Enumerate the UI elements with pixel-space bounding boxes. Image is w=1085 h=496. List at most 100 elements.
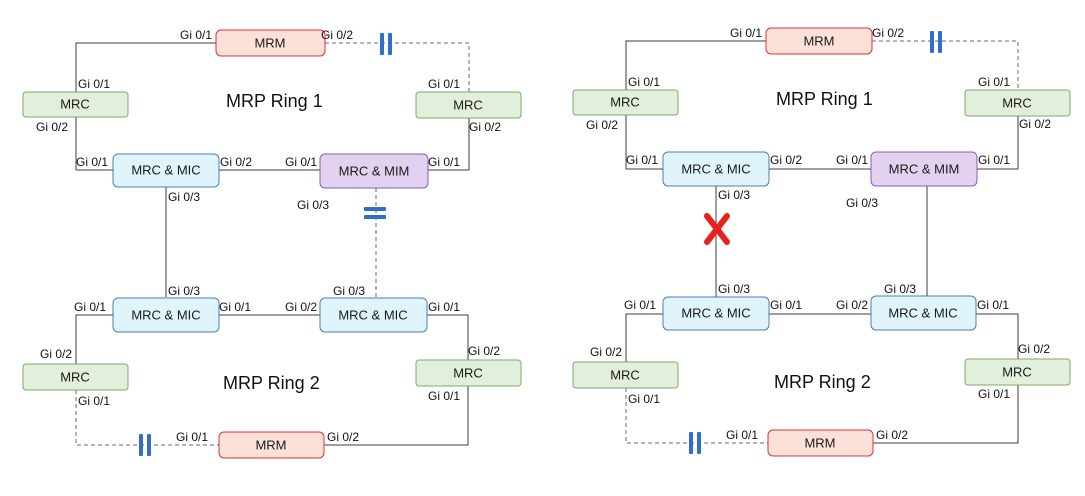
mrc-node-bottom-left[interactable]: MRC <box>572 361 679 389</box>
port-label: Gi 0/1 <box>76 155 108 169</box>
port-label: Gi 0/2 <box>327 430 359 444</box>
link-mim-mrc-top-right <box>977 116 1019 170</box>
node-label: MRC <box>610 368 640 383</box>
node-label: MRC & MIC <box>131 308 200 323</box>
port-label: Gi 0/1 <box>78 394 110 408</box>
port-label: Gi 0/2 <box>285 300 317 314</box>
ring-1-title: MRP Ring 1 <box>776 89 873 109</box>
mrc-node-bottom-left[interactable]: MRC <box>22 363 129 391</box>
blocked-port-icon <box>139 434 151 456</box>
port-label: Gi 0/2 <box>1019 117 1051 131</box>
port-label: Gi 0/3 <box>718 188 750 202</box>
port-label: Gi 0/1 <box>628 75 660 89</box>
node-label: MRC <box>60 97 90 112</box>
node-label: MRC <box>610 95 640 110</box>
ring-2-title: MRP Ring 2 <box>774 372 871 392</box>
mrc-node-top-right[interactable]: MRC <box>964 89 1071 117</box>
ring-2-title: MRP Ring 2 <box>223 373 320 393</box>
link-mrc-bl-mrm-bottom-blocked <box>75 390 219 446</box>
port-label: Gi 0/1 <box>726 428 758 442</box>
node-label: MRC & MIM <box>889 162 960 177</box>
mrc-node-top-left[interactable]: MRC <box>572 89 679 116</box>
port-label: Gi 0/1 <box>428 155 460 169</box>
node-label: MRC & MIM <box>339 164 410 179</box>
node-label: MRC <box>453 366 483 381</box>
port-label: Gi 0/2 <box>836 298 868 312</box>
port-label: Gi 0/3 <box>846 196 878 210</box>
port-label: Gi 0/1 <box>978 75 1010 89</box>
node-label: MRM <box>254 36 285 51</box>
port-label: Gi 0/2 <box>321 28 353 42</box>
node-label: MRC <box>60 370 90 385</box>
port-label: Gi 0/1 <box>428 300 460 314</box>
link-mrc-bl-mrm-bottom-blocked <box>625 388 768 444</box>
port-label: Gi 0/2 <box>1018 342 1050 356</box>
link-mic-br-mrc-br <box>427 314 469 360</box>
mic-node-top[interactable]: MRC & MIC <box>112 153 220 188</box>
mic-node-bottom-right[interactable]: MRC & MIC <box>319 297 428 333</box>
mrm-node-bottom[interactable]: MRM <box>218 431 325 459</box>
node-label: MRC & MIC <box>681 162 750 177</box>
blocked-port-icon <box>689 432 701 454</box>
blocked-port-icon <box>380 33 392 55</box>
mrm-node-top[interactable]: MRM <box>765 27 873 55</box>
node-label: MRC <box>453 98 483 113</box>
ring-1-title: MRP Ring 1 <box>226 91 323 111</box>
mrm-node-top[interactable]: MRM <box>215 29 326 57</box>
port-label: Gi 0/2 <box>590 345 622 359</box>
port-label: Gi 0/3 <box>297 198 329 212</box>
port-label: Gi 0/3 <box>718 282 750 296</box>
mim-node[interactable]: MRC & MIM <box>319 153 429 189</box>
mim-node[interactable]: MRC & MIM <box>870 151 978 187</box>
link-failure-x-icon <box>704 213 730 245</box>
port-label: Gi 0/1 <box>978 153 1010 167</box>
port-label: Gi 0/1 <box>219 300 251 314</box>
link-mrm-mrc-top-left <box>625 40 766 90</box>
link-mic-br-mrc-br <box>976 313 1019 359</box>
mrc-node-top-left[interactable]: MRC <box>22 91 129 118</box>
mrc-node-top-right[interactable]: MRC <box>415 91 522 119</box>
port-label: Gi 0/1 <box>74 300 106 314</box>
port-label: Gi 0/1 <box>428 389 460 403</box>
mrc-node-bottom-right[interactable]: MRC <box>415 359 522 387</box>
mic-node-bottom-right[interactable]: MRC & MIC <box>870 295 977 331</box>
port-label: Gi 0/2 <box>586 118 618 132</box>
port-label: Gi 0/3 <box>168 284 200 298</box>
node-label: MRM <box>803 34 834 49</box>
mic-node-bottom-left[interactable]: MRC & MIC <box>112 297 220 333</box>
port-label: Gi 0/1 <box>770 298 802 312</box>
link-mic-bl-mrc-bl <box>75 314 113 364</box>
port-label: Gi 0/1 <box>977 298 1009 312</box>
port-label: Gi 0/2 <box>770 153 802 167</box>
port-label: Gi 0/3 <box>884 282 916 296</box>
port-label: Gi 0/1 <box>730 26 762 40</box>
port-label: Gi 0/3 <box>333 284 365 298</box>
port-label: Gi 0/2 <box>872 26 904 40</box>
right-panel: MRM MRC MRC MRC & MIC MRC & MIM MRC & MI… <box>572 26 1071 457</box>
node-label: MRM <box>255 438 286 453</box>
port-label: Gi 0/1 <box>626 153 658 167</box>
link-mrc-br-mrm-bottom <box>324 386 469 446</box>
mic-node-top[interactable]: MRC & MIC <box>662 151 770 187</box>
port-label: Gi 0/1 <box>285 155 317 169</box>
port-label: Gi 0/1 <box>624 298 656 312</box>
mrm-node-bottom[interactable]: MRM <box>767 429 874 457</box>
node-label: MRC & MIC <box>681 306 750 321</box>
link-mic-bl-mrc-bl <box>625 313 663 362</box>
port-label: Gi 0/1 <box>428 77 460 91</box>
node-label: MRC & MIC <box>131 163 200 178</box>
port-label: Gi 0/2 <box>40 347 72 361</box>
left-panel: MRM MRC MRC MRC & MIC MRC & MIM MRC & MI… <box>22 28 522 459</box>
mic-node-bottom-left[interactable]: MRC & MIC <box>662 296 770 331</box>
mrc-node-bottom-right[interactable]: MRC <box>964 358 1071 386</box>
port-label: Gi 0/3 <box>168 190 200 204</box>
link-mrm-mrc-top-left <box>75 42 216 92</box>
link-mrc-top-left-mic <box>625 115 663 170</box>
port-label: Gi 0/1 <box>836 153 868 167</box>
node-label: MRC & MIC <box>338 308 407 323</box>
port-label: Gi 0/2 <box>36 120 68 134</box>
port-label: Gi 0/1 <box>180 28 212 42</box>
blocked-port-icon <box>364 207 386 219</box>
node-label: MRM <box>804 436 835 451</box>
